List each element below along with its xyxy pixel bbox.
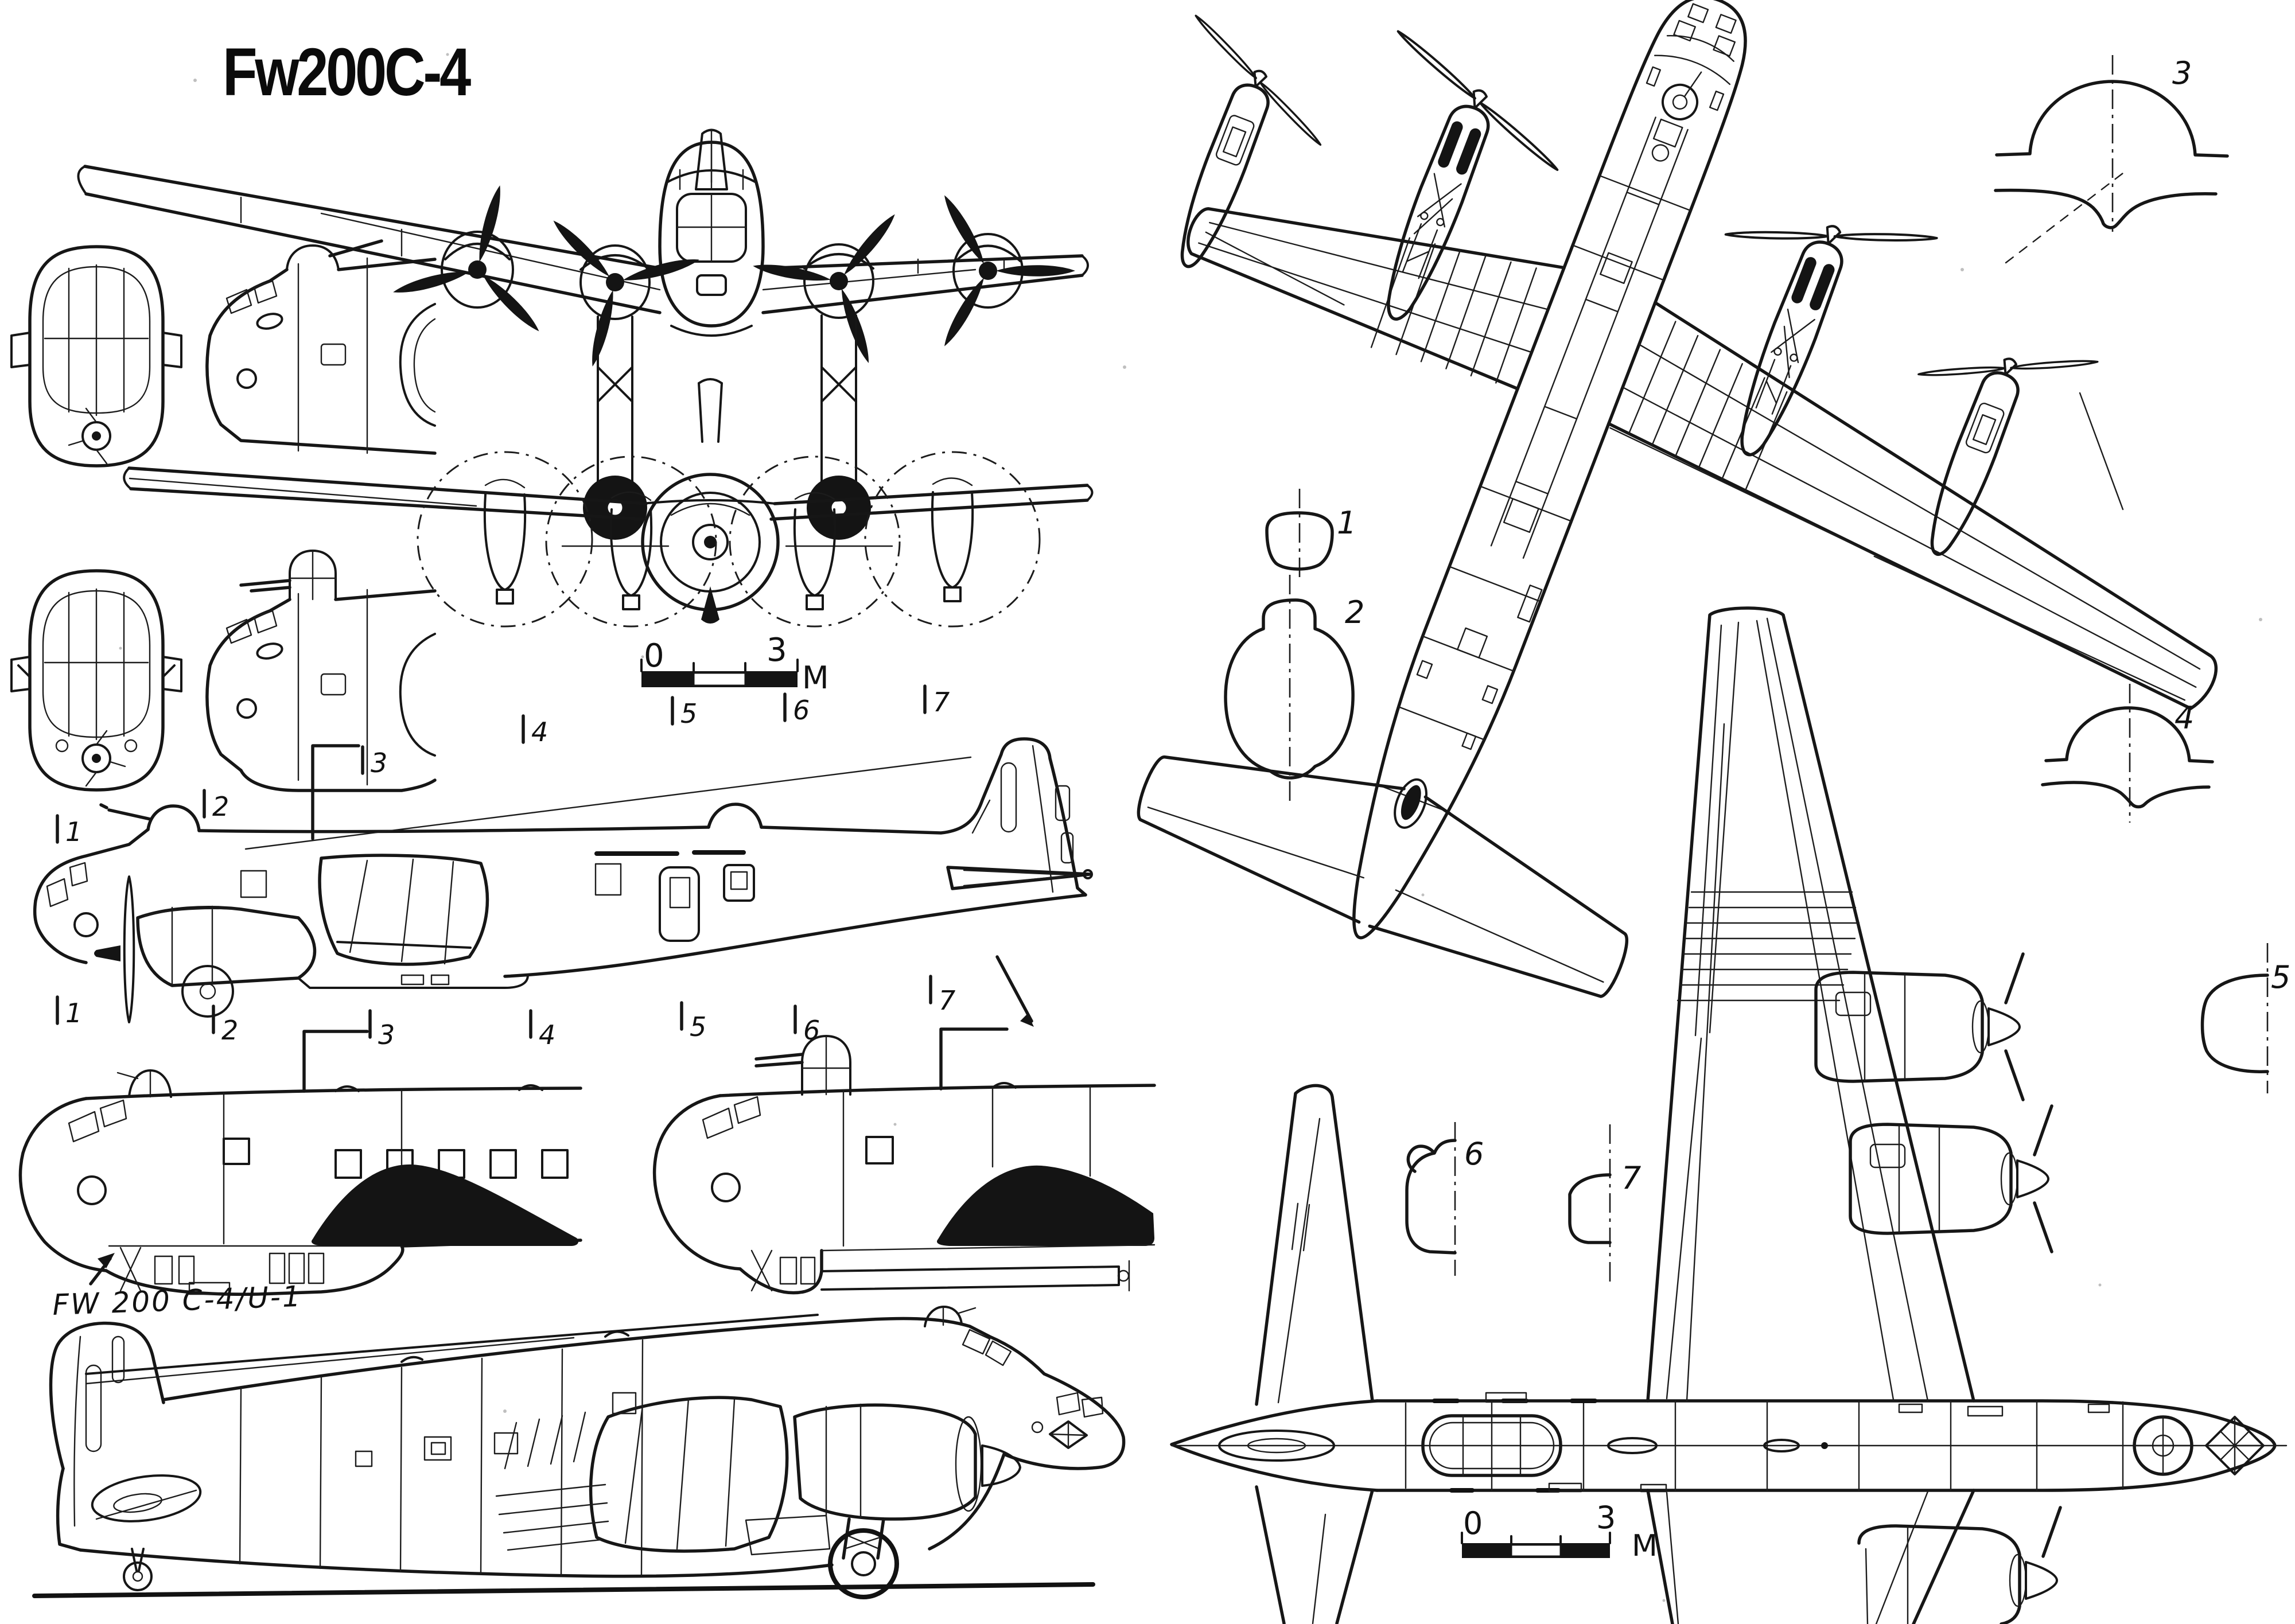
scale-bar-left: 0 3 M xyxy=(640,632,829,696)
black-wing-fillet-left xyxy=(311,1164,579,1246)
prop-disc-outer-right xyxy=(864,451,1041,628)
scale-left-three: 3 xyxy=(767,632,787,669)
section-label-5: 5 xyxy=(2271,959,2290,995)
cross-section-2: 2 xyxy=(1224,575,1364,804)
side-view-engine xyxy=(94,875,317,1023)
nose-section-front-upper xyxy=(10,245,182,468)
cross-section-7: 7 xyxy=(1568,1124,1641,1282)
station-label-top-1: 1 xyxy=(65,816,82,847)
bottom-view xyxy=(1170,606,2288,1624)
drawing-title-text: Fw200C-4 xyxy=(223,34,472,110)
station-label-bottom-4: 4 xyxy=(539,1019,555,1050)
three-quarter-view xyxy=(32,1306,1126,1599)
cross-section-3: 3 xyxy=(1994,55,2229,264)
station-label-top-5: 5 xyxy=(680,698,697,729)
station-label-bottom-5: 5 xyxy=(690,1011,706,1042)
construction-line xyxy=(2079,392,2124,511)
section-label-7: 7 xyxy=(1621,1160,1641,1196)
bottom-view-nacelle-lower xyxy=(1857,1506,2062,1624)
top-view-rotated xyxy=(907,0,2218,998)
station-label-bottom-1: 1 xyxy=(65,998,82,1029)
fuselage-profile-u1 xyxy=(18,1030,582,1296)
page-title: Fw200C-4 xyxy=(223,34,474,110)
scale-bottom-three: 3 xyxy=(1596,1500,1616,1536)
black-wing-fillet-right xyxy=(936,1165,1154,1246)
scale-bottom-zero: 0 xyxy=(1463,1505,1483,1541)
station-label-top-2: 2 xyxy=(212,791,229,822)
station-label-top-4: 4 xyxy=(531,716,548,747)
station-label-bottom-2: 2 xyxy=(221,1015,238,1046)
fuselage-profile-c4 xyxy=(652,1027,1156,1295)
prop-disc-inner-right xyxy=(729,455,901,628)
station-label-top-6: 6 xyxy=(793,695,810,726)
prop-disc-inner-left xyxy=(545,455,717,628)
station-ticks-top: 1 2 3 4 5 6 7 xyxy=(56,684,950,847)
cross-section-6: 6 xyxy=(1405,1122,1484,1276)
engine-outer-left xyxy=(391,184,543,336)
scale-bottom-unit: M xyxy=(1632,1529,1658,1563)
cross-section-5: 5 xyxy=(2200,943,2290,1093)
nose-profile-upper xyxy=(205,239,437,455)
station-label-top-3: 3 xyxy=(371,747,387,778)
station-label-bottom-3: 3 xyxy=(378,1019,395,1050)
scale-left-unit: M xyxy=(802,660,829,696)
scale-bar-bottom: 0 3 M xyxy=(1461,1500,1658,1563)
nacelle-pods xyxy=(483,491,974,610)
nose-profile-lower xyxy=(205,550,437,792)
section-label-1: 1 xyxy=(1337,505,1356,541)
cross-section-1: 1 xyxy=(1265,489,1356,582)
section-label-2: 2 xyxy=(1345,594,1364,630)
front-view xyxy=(77,128,1089,547)
engine-inner-right xyxy=(752,211,900,547)
bottom-view-nacelle-outer xyxy=(1814,952,2025,1101)
prop-disc-outer-left xyxy=(417,451,593,628)
bottom-view-nacelle-inner xyxy=(1849,1104,2053,1253)
section-label-6: 6 xyxy=(1464,1136,1484,1172)
side-view xyxy=(33,737,1093,1027)
rear-view-prop-discs xyxy=(123,378,1094,628)
station-label-bottom-7: 7 xyxy=(939,985,955,1016)
nose-section-front-lower xyxy=(10,569,182,792)
scale-left-zero: 0 xyxy=(644,637,664,675)
pointer-arrow-right xyxy=(995,955,1033,1023)
section-label-4: 4 xyxy=(2175,700,2194,736)
cross-section-4: 4 xyxy=(2041,684,2214,823)
section-label-3: 3 xyxy=(2172,55,2192,91)
station-ticks-bottom: 1 2 3 4 5 6 7 xyxy=(56,975,955,1050)
engine-outer-right xyxy=(939,192,1075,349)
scan-noise xyxy=(119,53,2262,1602)
station-label-top-7: 7 xyxy=(933,687,950,718)
